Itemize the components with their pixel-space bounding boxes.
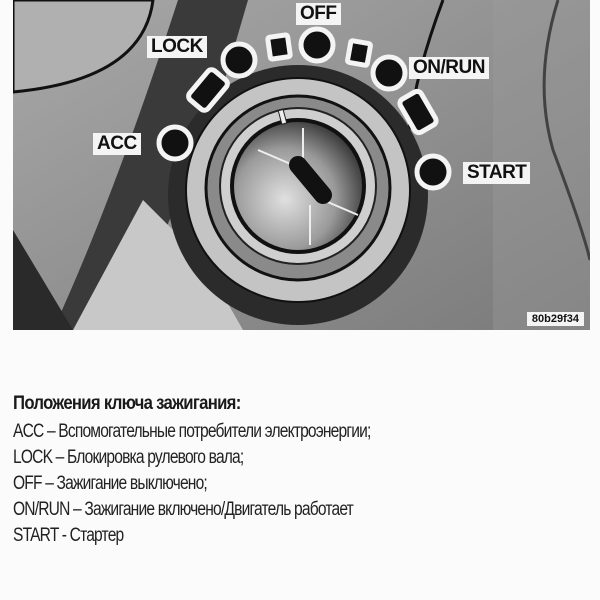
caption-title: Положения ключа зажигания: [13,393,241,414]
position-label-lock: LOCK [147,36,207,58]
caption-line-on-run: ON/RUN – Зажигание включено/Двигатель ра… [13,499,354,520]
position-label-off: OFF [296,3,341,25]
figure-id-label: 80b29f34 [526,312,584,326]
position-markers [156,26,452,191]
ignition-switch-illustration: ACC LOCK OFF ON/RUN START 80b29f34 [13,0,590,330]
position-label-on-run: ON/RUN [409,57,489,79]
caption-line-acc: ACC – Вспомогательные потребители электр… [13,421,371,442]
position-label-start: START [463,162,531,184]
caption: Положения ключа зажигания: ACC – Вспомог… [13,393,593,549]
caption-line-off: OFF – Зажигание выключено; [13,473,208,494]
position-label-acc: ACC [93,133,141,155]
caption-line-start: START - Стартер [13,525,124,546]
caption-line-lock: LOCK – Блокировка рулевого вала; [13,447,244,468]
